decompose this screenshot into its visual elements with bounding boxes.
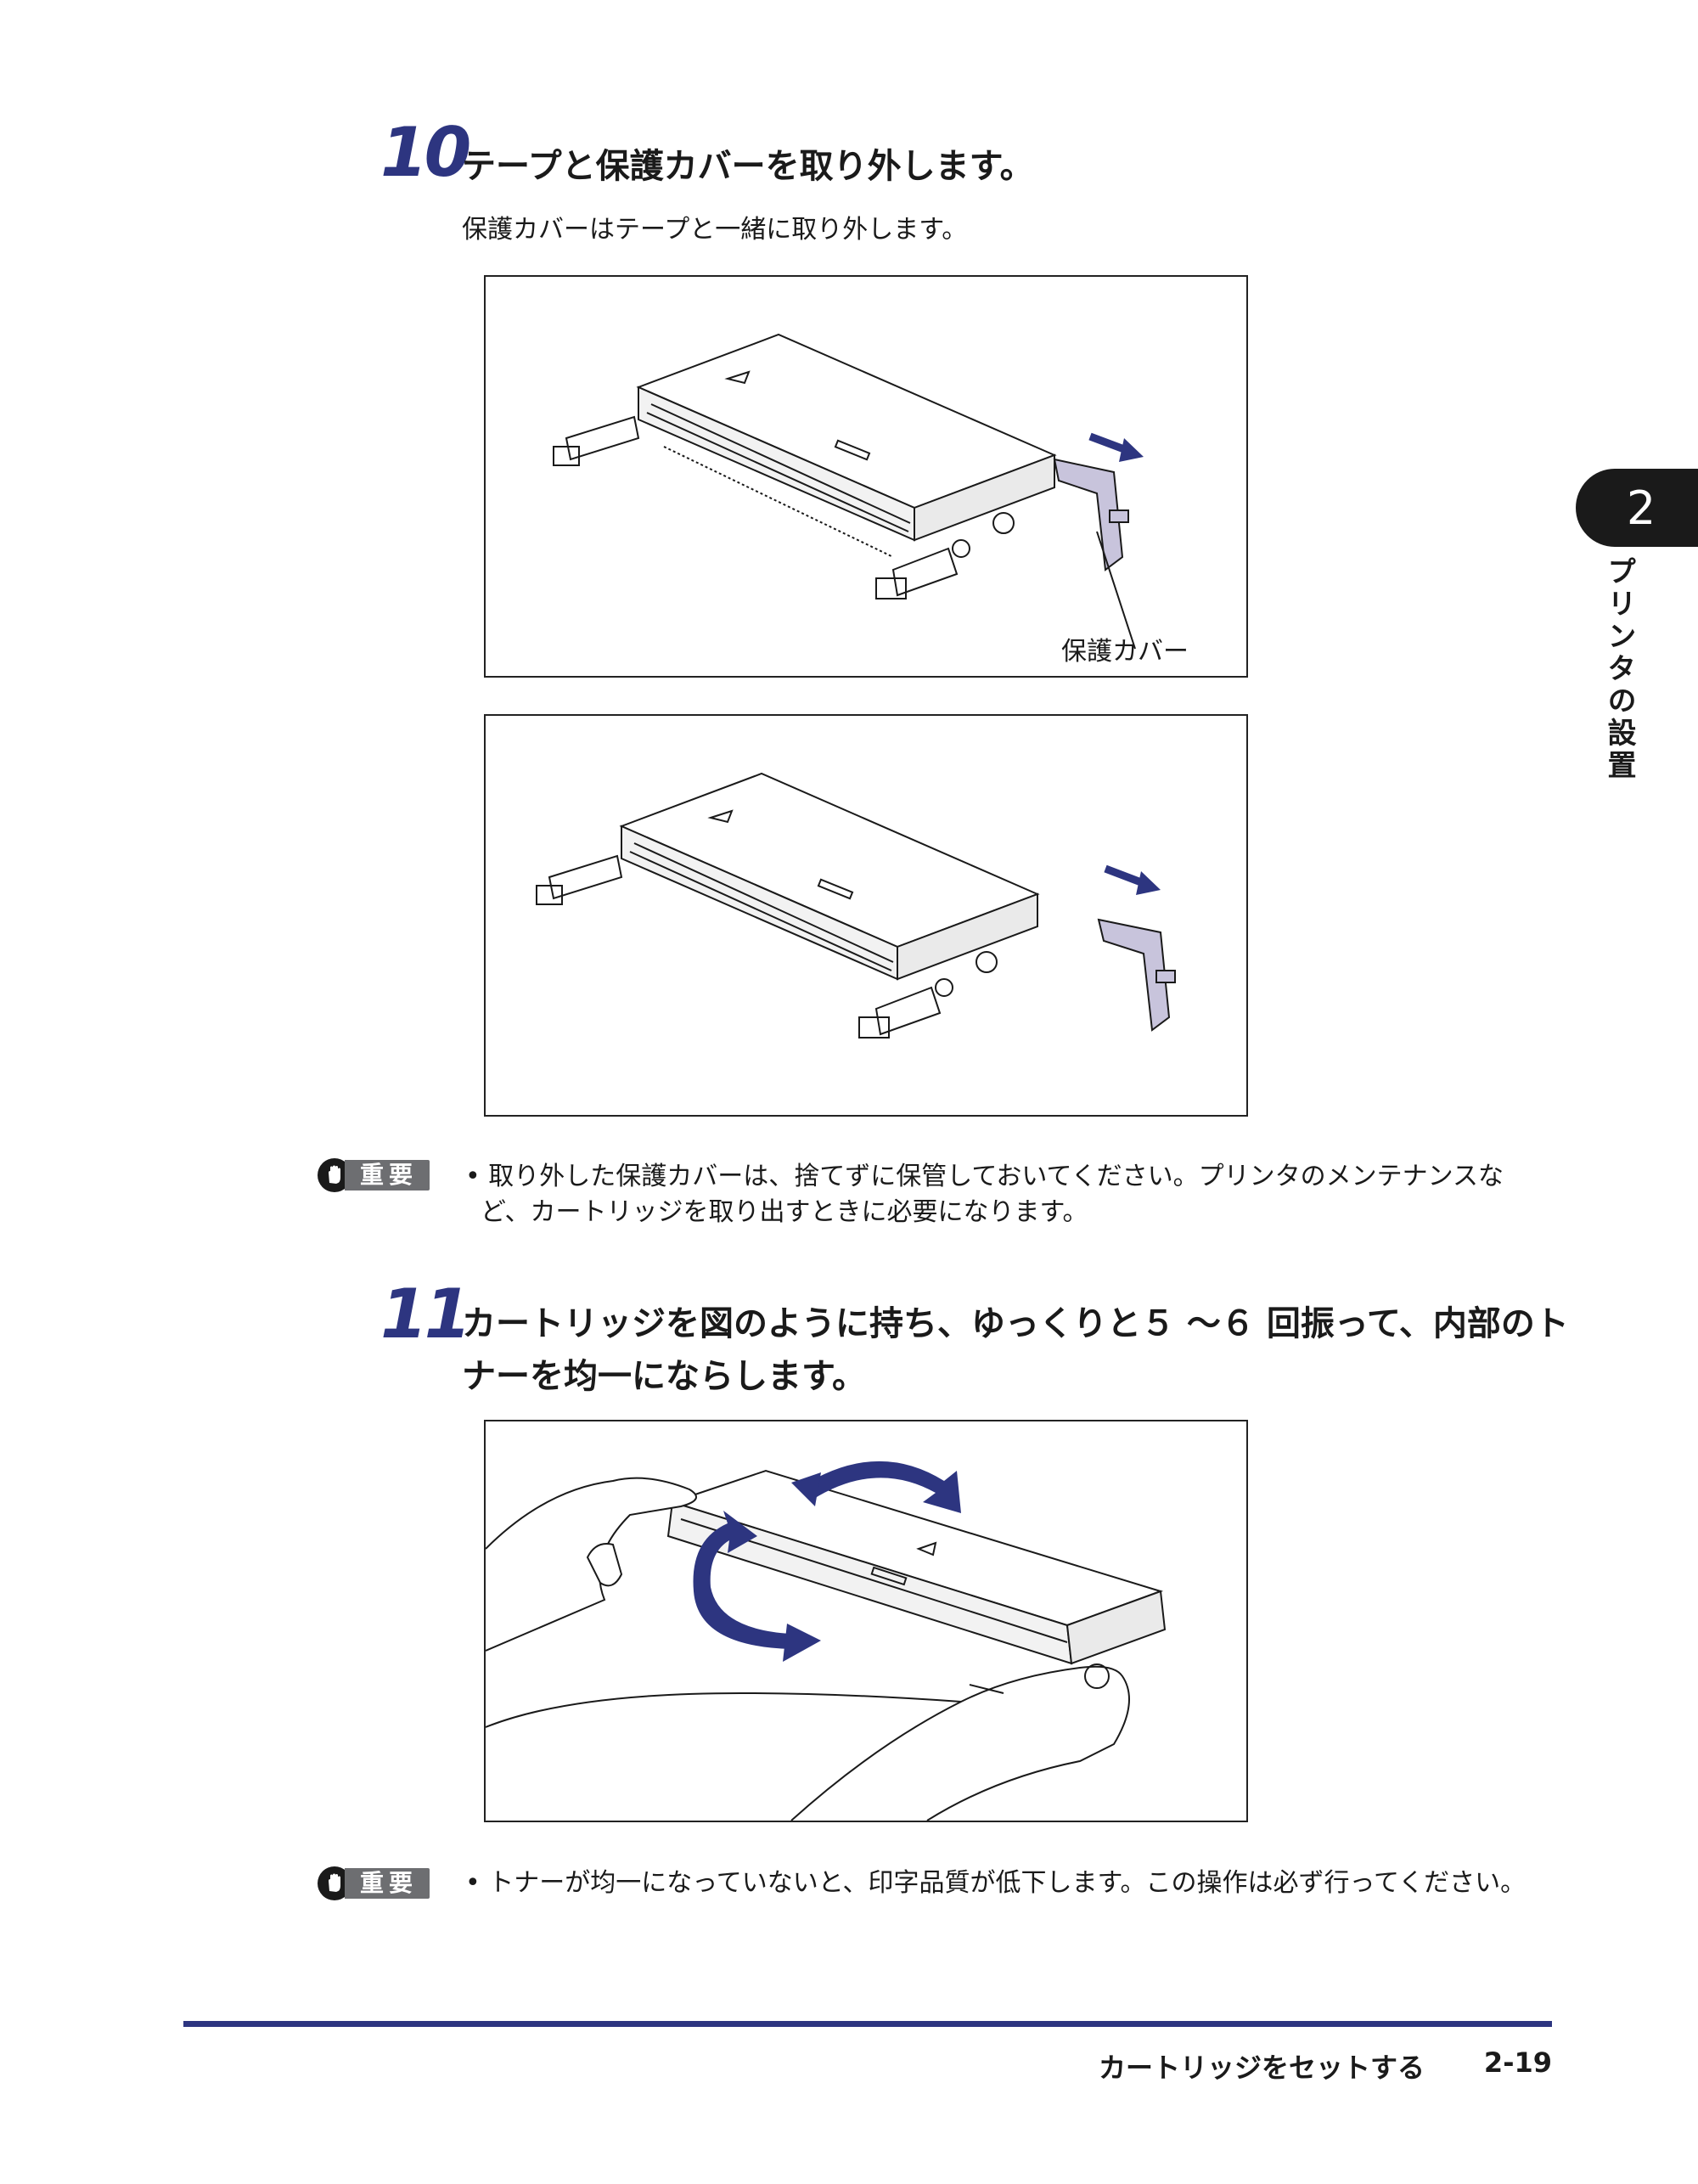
figure-shake-cartridge: [484, 1420, 1248, 1822]
important-badge-1: 重要: [318, 1158, 430, 1192]
important-label: 重要: [345, 1160, 430, 1191]
important-badge-2: 重要: [318, 1866, 430, 1900]
pull-arrow-icon: [1104, 864, 1161, 895]
footer-rule: [183, 2021, 1552, 2027]
shake-illustration: [486, 1461, 1167, 1821]
page-number: 2-19: [1483, 2046, 1552, 2079]
important-label: 重要: [345, 1868, 430, 1899]
important-note-1-line2: ど、カートリッジを取り出すときに必要になります。: [481, 1197, 1088, 1227]
footer-section-title: カートリッジをセットする: [1098, 2052, 1425, 2084]
important-note-2: • トナーが均一になっていないと、印字品質が低下します。この操作は必ず行ってくだ…: [465, 1868, 1527, 1898]
important-note-1-line1: • 取り外した保護カバーは、捨てずに保管しておいてください。プリンタのメンテナン…: [465, 1162, 1504, 1191]
step-10-description: 保護カバーはテープと一緒に取り外します。: [462, 215, 968, 245]
chapter-title: プリンタの設置: [1602, 556, 1636, 782]
chapter-tab: 2: [1576, 469, 1698, 547]
rotate-arrow-left-icon: [693, 1511, 821, 1662]
rotate-arrow-top-icon: [791, 1461, 961, 1513]
step-11-number: 11: [380, 1275, 471, 1354]
step-10-number: 10: [380, 113, 471, 192]
step-11-title-line2: ナーを均一にならします。: [462, 1357, 866, 1396]
figure-remove-cover-1: 保護カバー: [484, 275, 1248, 678]
step-11-title-line1: カートリッジを図のように持ち、ゆっくりと５ ～６ 回振って、内部のト: [462, 1304, 1569, 1343]
pull-arrow-icon: [1088, 432, 1144, 462]
protective-cover-shape: [1053, 458, 1129, 571]
chapter-number: 2: [1626, 481, 1656, 535]
cartridge-illustration: [553, 333, 1144, 650]
step-10-title: テープと保護カバーを取り外します。: [462, 147, 1034, 186]
figure-remove-cover-2: [484, 714, 1248, 1117]
cartridge-illustration-removed: [536, 772, 1176, 1039]
removed-cover-shape: [1097, 918, 1176, 1032]
cover-label: 保護カバー: [1061, 637, 1189, 667]
